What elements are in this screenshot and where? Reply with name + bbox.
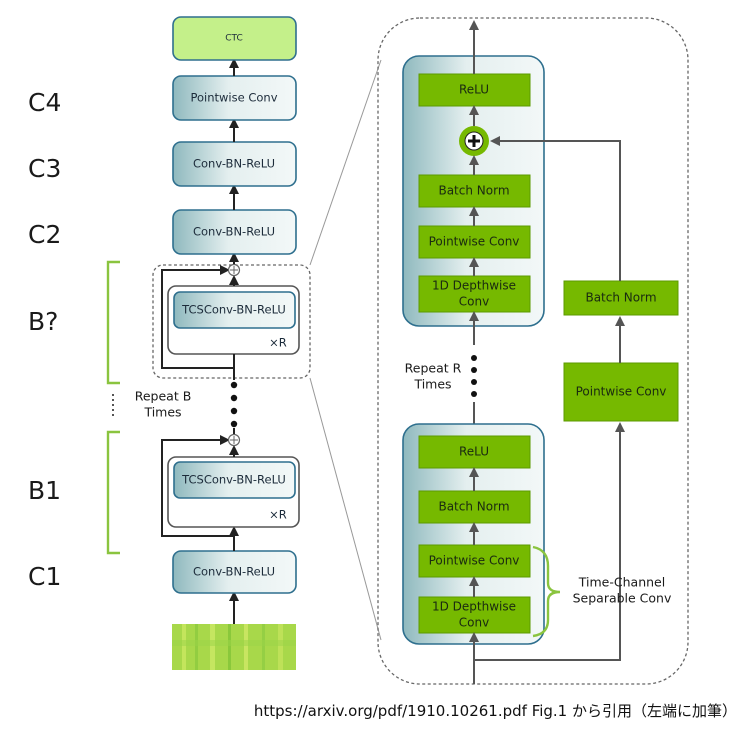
label-b-last: B?	[28, 307, 58, 336]
residual-pointwise-conv-box	[563, 362, 679, 422]
bottom-pointwise-conv-box	[418, 544, 531, 578]
b1-repeat-r-label: ×R	[269, 508, 287, 522]
residual-batch-norm-label: Batch Norm	[585, 291, 656, 305]
label-c1: C1	[28, 562, 61, 591]
c2-conv-bn-relu-label: Conv-BN-ReLU	[193, 225, 275, 239]
top-relu-label: ReLU	[459, 83, 489, 97]
bottom-depthwise-conv-label-line2: Conv	[459, 616, 489, 630]
bottom-relu-box	[418, 435, 531, 469]
top-depthwise-conv-label-line1: 1D Depthwise	[432, 279, 516, 293]
repeat-r-label-line2: Times	[413, 377, 451, 392]
bracket-b1	[106, 430, 120, 555]
residual-batch-norm-box	[563, 280, 679, 316]
label-c3: C3	[28, 154, 61, 183]
bottom-batch-norm-box	[418, 490, 531, 524]
quartznet-architecture-diagram: C4 C3 C2 B? B1 C1 Conv-BN-ReLU TCSConv-B…	[28, 16, 689, 685]
bottom-depthwise-conv-label-line1: 1D Depthwise	[432, 600, 516, 614]
top-pointwise-conv-label: Pointwise Conv	[429, 235, 520, 249]
residual-pointwise-conv-label: Pointwise Conv	[576, 385, 667, 399]
top-batch-norm-label: Batch Norm	[438, 184, 509, 198]
bottom-relu-label: ReLU	[459, 445, 489, 459]
repeat-b-label-line2: Times	[143, 405, 181, 420]
spectrogram-image	[172, 624, 296, 670]
repeat-b-label-line1: Repeat B	[135, 389, 192, 404]
top-depthwise-conv-box	[418, 275, 531, 313]
ctc-label: CTC	[225, 34, 243, 44]
bottom-pointwise-conv-label: Pointwise Conv	[429, 554, 520, 568]
bracket-b-last	[106, 260, 120, 385]
b-last-tcsconv-label: TCSConv-BN-ReLU	[181, 303, 286, 317]
label-c4: C4	[28, 88, 61, 117]
tcs-brace	[532, 545, 561, 638]
detail-panel	[377, 17, 689, 685]
b-last-repeat-r-label: ×R	[269, 336, 287, 350]
tcs-label-line1: Time-Channel	[578, 575, 665, 590]
tcs-label-line2: Separable Conv	[573, 591, 672, 606]
label-b1: B1	[28, 476, 61, 505]
repeat-r-label-line1: Repeat R	[405, 361, 462, 376]
c1-conv-bn-relu-label: Conv-BN-ReLU	[193, 565, 275, 579]
repeat-r-dots	[471, 355, 477, 397]
zoom-line-top	[309, 59, 382, 266]
ctc-box	[172, 16, 297, 61]
top-depthwise-conv-label-line2: Conv	[459, 295, 489, 309]
b1-tcsconv-box	[173, 461, 296, 499]
c3-conv-bn-relu-label: Conv-BN-ReLU	[193, 157, 275, 171]
b-last-tcsconv-box	[173, 291, 296, 329]
label-c2: C2	[28, 220, 61, 249]
bottom-batch-norm-label: Batch Norm	[438, 500, 509, 514]
zoom-line-bottom	[309, 377, 382, 641]
repeat-b-dots	[230, 381, 238, 428]
b1-tcsconv-label: TCSConv-BN-ReLU	[181, 473, 286, 487]
c4-pointwise-conv-label: Pointwise Conv	[190, 91, 277, 105]
source-citation: https://arxiv.org/pdf/1910.10261.pdf Fig…	[253, 702, 737, 720]
